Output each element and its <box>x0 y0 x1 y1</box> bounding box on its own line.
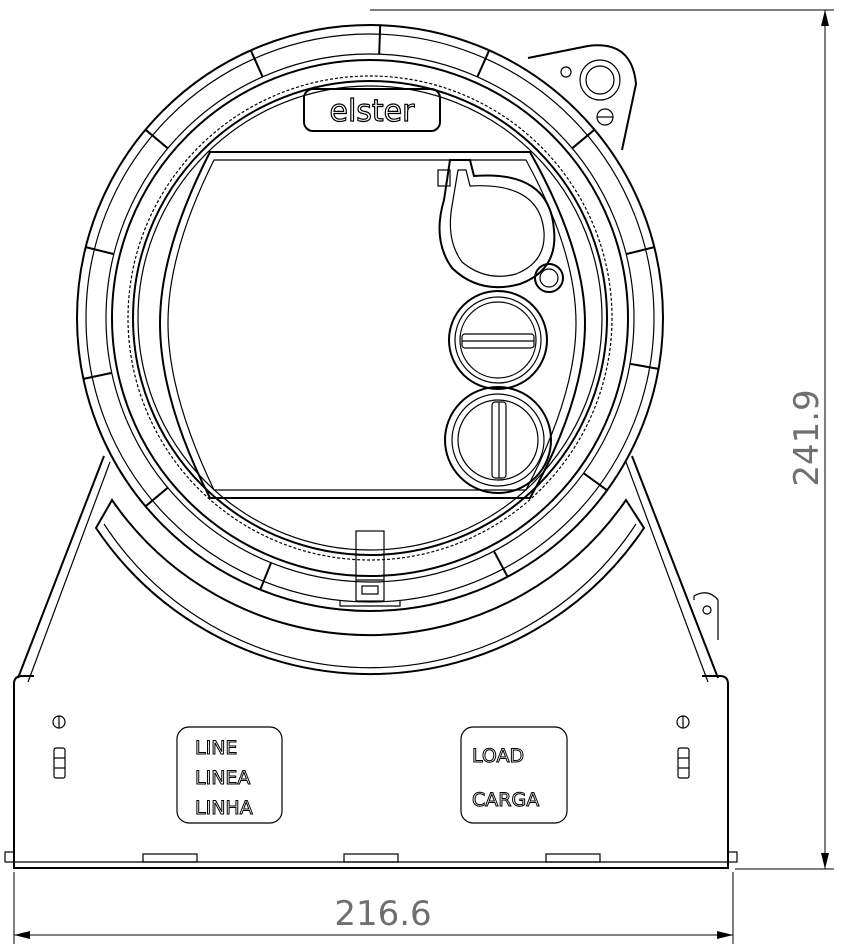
reset-button-lower <box>444 386 552 494</box>
base-top-right-corner <box>702 675 729 685</box>
brand-plate <box>303 88 441 132</box>
width-dim-value: 216.6 <box>334 894 431 934</box>
top-mount-lug <box>527 44 638 151</box>
height-dim-value: 241.9 <box>787 389 827 486</box>
rim-notch-1 <box>378 25 382 55</box>
line-label-2: LINEA <box>195 767 250 789</box>
rim-notch-8 <box>259 562 273 591</box>
lug-hole-inner <box>585 65 615 95</box>
load-label-1: LOAD <box>472 745 524 767</box>
port-pin-outer <box>534 263 564 293</box>
load-label-box: LOAD CARGA <box>460 726 568 824</box>
line-label-3: LINHA <box>195 797 253 819</box>
lug-hole-outer <box>579 59 621 101</box>
base-left-side-inner <box>27 461 111 683</box>
line-label-box: LINE LINEA LINHA <box>176 726 283 824</box>
base-foot-center <box>343 853 399 863</box>
width-arrow-right-icon <box>717 931 733 939</box>
rim-notch-12 <box>144 128 169 150</box>
meter-base <box>4 455 738 869</box>
cover-inner-ring-2 <box>137 85 603 551</box>
meter-cover: elster <box>76 24 664 612</box>
rim-notch-2 <box>476 49 491 78</box>
right-mount-hole <box>702 605 712 615</box>
base-top-left-corner <box>13 675 34 685</box>
rim-notch-3 <box>571 128 596 150</box>
seal-latch-base <box>339 600 401 607</box>
rim-notch-9 <box>144 486 169 508</box>
load-label-2: CARGA <box>472 789 539 811</box>
cover-rim-notches <box>83 25 659 591</box>
rim-notch-6 <box>583 472 608 492</box>
width-arrow-left-icon <box>14 931 30 939</box>
seal-latch <box>339 530 401 607</box>
right-screw-icon <box>676 715 690 779</box>
height-arrow-top-icon <box>821 10 829 26</box>
base-foot-left <box>142 853 198 863</box>
rim-notch-13 <box>249 49 264 78</box>
rim-notch-11 <box>85 246 115 256</box>
cover-outer-ring <box>76 24 664 612</box>
lower-shield-inner <box>103 523 637 669</box>
display-window-inner <box>167 159 577 491</box>
port-flap-inner <box>449 169 545 277</box>
lug-screw-icon <box>596 108 614 126</box>
rim-notch-5 <box>629 362 659 370</box>
base-right-side <box>631 455 719 679</box>
base-left-side <box>17 455 105 679</box>
base-body <box>13 684 729 869</box>
rim-notch-10 <box>83 371 113 380</box>
seal-latch-slot <box>361 585 379 595</box>
height-arrow-bottom-icon <box>821 853 829 869</box>
cover-inner-ring <box>132 80 608 556</box>
rim-notch-7 <box>493 550 509 578</box>
reset-button-upper <box>448 290 548 390</box>
base-right-tab <box>727 851 738 863</box>
base-foot-right <box>545 853 601 863</box>
cover-knurl-ring <box>127 75 613 561</box>
cover-ring-3 <box>105 53 635 583</box>
seal-latch-body <box>355 530 385 602</box>
width-dimension: 216.6 <box>13 872 734 944</box>
base-right-side-inner <box>625 461 709 683</box>
rim-notch-4 <box>625 246 655 256</box>
port-pin-inner <box>539 268 559 288</box>
load-label-frame <box>460 726 568 824</box>
optical-port-cover <box>437 159 564 293</box>
height-dimension: 241.9 <box>370 9 834 870</box>
brand-logo: elster <box>330 94 416 129</box>
lug-small-hole <box>560 66 572 78</box>
cover-ring-2 <box>85 33 655 603</box>
lower-shield <box>94 498 646 676</box>
left-screw-icon <box>52 715 66 779</box>
right-mount-tab <box>693 592 719 640</box>
port-flap <box>438 159 556 289</box>
port-hinge <box>437 169 451 187</box>
display-window <box>158 151 587 499</box>
base-left-tab <box>4 851 15 863</box>
cover-ring-4 <box>111 59 629 577</box>
line-label-frame <box>176 726 283 824</box>
line-label-1: LINE <box>195 737 237 759</box>
